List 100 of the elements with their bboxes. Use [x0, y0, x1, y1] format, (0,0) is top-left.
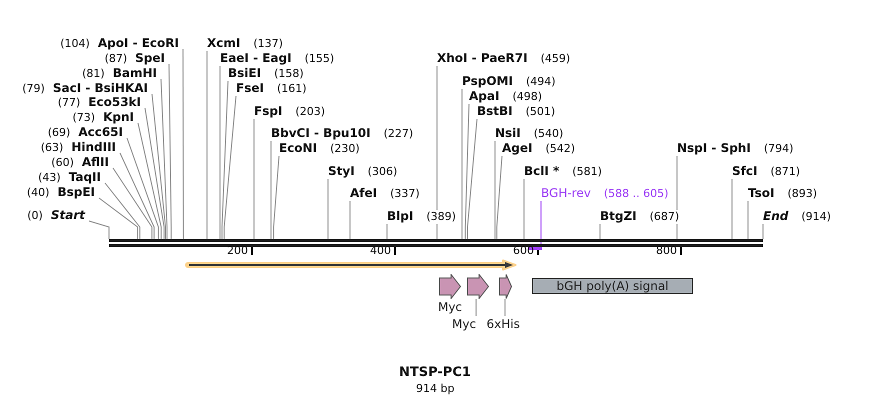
leader-line	[464, 104, 470, 240]
enzyme-name: TaqII	[68, 170, 101, 184]
leader-line	[270, 140, 272, 240]
position-number: (540)	[534, 127, 564, 141]
enzyme-name: SfcI	[732, 164, 758, 178]
leader-line	[112, 168, 152, 240]
leader-line	[98, 198, 138, 240]
sequence-end-label: End	[763, 209, 788, 223]
sequence-end-label: Start	[50, 208, 85, 222]
enzyme-name: Acc65I	[78, 125, 123, 139]
position-number: (501)	[526, 105, 556, 119]
enzyme-name: BclI *	[524, 164, 560, 178]
enzyme-name: NspI - SphI	[677, 141, 751, 155]
scale-label: 400	[370, 244, 391, 258]
position-number: (73)	[72, 111, 96, 125]
position-number: (69)	[48, 126, 70, 140]
position-number: (155)	[304, 52, 334, 66]
leader-line	[126, 138, 159, 240]
position-number: (389)	[426, 210, 456, 224]
position-number: (542)	[545, 142, 576, 156]
position-number: (230)	[330, 142, 360, 156]
feature-label: 6xHis	[486, 317, 520, 331]
position-number: (306)	[368, 165, 398, 179]
enzyme-name: FseI	[236, 81, 264, 95]
position-number: (581)	[572, 165, 602, 179]
position-number: (43)	[38, 171, 61, 185]
enzyme-name: SpeI	[135, 51, 165, 65]
leader-line	[224, 96, 236, 240]
leader-line	[436, 66, 438, 240]
leader-line	[160, 78, 168, 240]
enzyme-name: KpnI	[103, 110, 134, 124]
leader-line	[206, 50, 208, 240]
leader-line	[273, 156, 280, 240]
leader-line	[494, 140, 496, 240]
primer-name: BGH-rev	[541, 186, 591, 200]
position-number: (63)	[40, 141, 64, 155]
enzyme-name: XhoI - PaeR7I	[437, 51, 528, 65]
leader-line	[496, 156, 502, 240]
position-number: (227)	[384, 127, 414, 141]
enzyme-name: TsoI	[748, 186, 774, 200]
enzyme-name: AgeI	[502, 141, 532, 155]
map-title: NTSP-PC1	[399, 366, 471, 380]
leader-line	[104, 182, 140, 240]
enzyme-name: Eco53kI	[88, 95, 141, 109]
enzyme-name: BsiEI	[228, 66, 262, 80]
position-number: (81)	[82, 67, 105, 81]
position-number: (871)	[770, 165, 800, 179]
position-number: (40)	[26, 186, 50, 200]
leader-line	[88, 220, 110, 240]
scale-label: 200	[227, 244, 248, 258]
enzyme-name: XcmI	[207, 36, 240, 50]
leader-line	[120, 152, 155, 240]
enzyme-name: EaeI - EagI	[220, 51, 292, 65]
position-number: (158)	[274, 67, 304, 81]
enzyme-name: AfeI	[350, 186, 378, 200]
position-number: (914)	[801, 210, 831, 224]
leader-line	[182, 48, 184, 240]
leader-line	[138, 122, 162, 240]
enzyme-name: BlpI	[387, 209, 414, 223]
leader-line	[386, 224, 388, 240]
leader-line	[168, 64, 172, 240]
leader-line	[222, 80, 228, 240]
scale-label: 600	[513, 244, 534, 258]
leader-line	[144, 108, 165, 240]
feature-label: Myc	[452, 317, 476, 331]
position-number: (79)	[22, 82, 45, 96]
feature-label: Myc	[438, 300, 462, 314]
position-number: (498)	[512, 90, 542, 104]
primer-range: (588 .. 605)	[604, 187, 668, 201]
feature-bar: bGH poly(A) signal	[532, 278, 693, 294]
enzyme-name: ApoI - EcoRI	[98, 36, 179, 50]
enzyme-name: AflII	[82, 155, 109, 169]
position-number: (203)	[295, 105, 325, 119]
enzyme-name: BbvCI - Bpu10I	[271, 126, 371, 140]
leader-line	[467, 118, 478, 240]
position-number: (161)	[276, 82, 307, 96]
sequence-length: 914 bp	[416, 382, 454, 396]
leader-line	[504, 298, 506, 316]
position-number: (337)	[390, 187, 420, 201]
leader-line	[762, 224, 764, 240]
position-number: (60)	[51, 156, 74, 170]
enzyme-name: SacI - BsiHKAI	[52, 81, 148, 95]
enzyme-name: BtgZI	[600, 209, 637, 223]
leader-line	[152, 94, 166, 240]
position-number: (77)	[58, 96, 80, 110]
position-number: (459)	[540, 52, 570, 66]
enzyme-name: StyI	[328, 164, 355, 178]
position-number: (104)	[60, 37, 90, 51]
leader-line	[476, 298, 477, 316]
scale-label: 800	[656, 244, 677, 258]
enzyme-name: PspOMI	[462, 74, 513, 88]
enzyme-name: HindIII	[71, 140, 116, 154]
enzyme-name: BspEI	[57, 185, 95, 199]
position-number: (87)	[104, 52, 128, 66]
enzyme-name: BamHI	[112, 66, 157, 80]
enzyme-name: FspI	[254, 104, 282, 118]
position-number: (137)	[253, 37, 283, 51]
enzyme-name: BstBI	[477, 104, 513, 118]
position-number: (494)	[526, 75, 556, 89]
enzyme-name: ApaI	[469, 89, 500, 103]
